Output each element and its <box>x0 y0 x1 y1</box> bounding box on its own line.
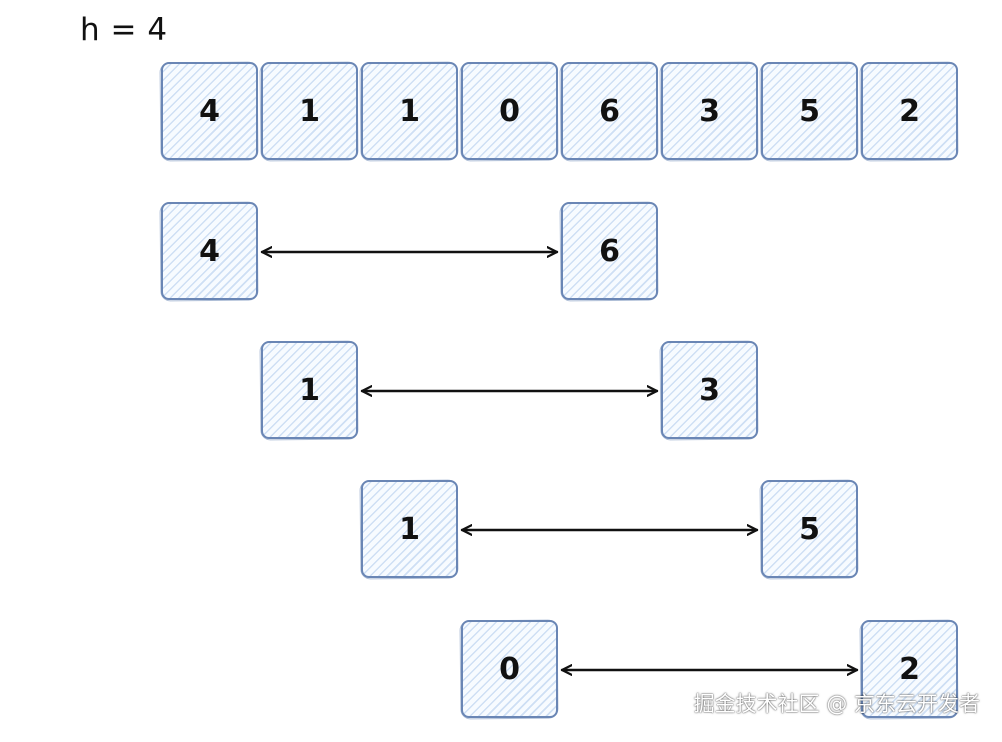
gap-label: h = 4 <box>80 12 168 48</box>
array-cell: 4 <box>161 62 258 160</box>
array-cell: 1 <box>261 62 358 160</box>
pair-right-cell: 5 <box>761 480 858 578</box>
array-cell: 6 <box>561 62 658 160</box>
watermark: 掘金技术社区 @ 京东云开发者 <box>693 692 980 716</box>
pair-left-cell: 1 <box>361 480 458 578</box>
array-cell: 0 <box>461 62 558 160</box>
array-cell: 5 <box>761 62 858 160</box>
pair-right-cell: 2 <box>861 620 958 718</box>
pair-left-cell: 1 <box>261 341 358 439</box>
array-cell: 2 <box>861 62 958 160</box>
pair-left-cell: 4 <box>161 202 258 300</box>
pair-left-cell: 0 <box>461 620 558 718</box>
pair-right-cell: 3 <box>661 341 758 439</box>
array-cell: 1 <box>361 62 458 160</box>
pair-right-cell: 6 <box>561 202 658 300</box>
array-cell: 3 <box>661 62 758 160</box>
